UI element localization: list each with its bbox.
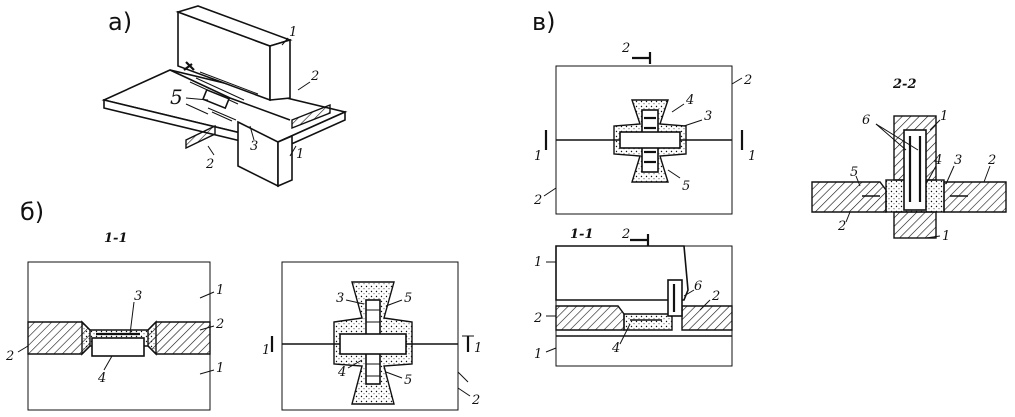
panel-a-label-2-bottom: 2 xyxy=(205,157,214,172)
panel-v-section-mark-top: 2 xyxy=(621,41,630,56)
panel-a-label-1-bottom: 1 xyxy=(296,147,304,162)
panel-v-section-2-label-4: 4 xyxy=(933,153,942,168)
panel-v-section-2-label-2-right: 2 xyxy=(987,153,996,168)
panel-v: в) 2 2 4 3 1 1 2 xyxy=(532,8,1007,367)
panel-b-plan-label-3: 3 xyxy=(336,291,344,306)
panel-a-title: а) xyxy=(108,8,132,36)
panel-v-plan-label-4: 4 xyxy=(685,93,694,108)
panel-v-section-2-slab-right xyxy=(943,181,1007,213)
panel-b-plan-label-5-bottom: 5 xyxy=(404,373,412,388)
panel-v-section-1-1: 1-1 2 1 6 2 2 1 4 xyxy=(533,227,733,367)
panel-b-section-1-1: 3 1 2 2 1 4 xyxy=(5,261,224,411)
panel-v-plan: 2 2 4 3 1 1 2 5 xyxy=(533,41,756,215)
panel-v-section-2-label-5: 5 xyxy=(850,165,858,180)
panel-v-section-label-2-left: 2 xyxy=(533,311,542,326)
panel-b-label-4: 4 xyxy=(97,371,106,386)
panel-v-section-label-6: 6 xyxy=(694,279,702,294)
panel-b-label-3: 3 xyxy=(134,289,142,304)
panel-b-slab-left xyxy=(27,321,91,355)
panel-v-plan-label-3: 3 xyxy=(704,109,712,124)
panel-v-section-label-2-right: 2 xyxy=(711,289,720,304)
panel-b-section-title: 1-1 xyxy=(104,231,128,246)
panel-v-section-2-label-6: 6 xyxy=(862,113,870,128)
panel-a: а) 1 2 5 3 2 1 xyxy=(101,5,348,188)
panel-b-label-1-bottom: 1 xyxy=(216,361,224,376)
panel-v-section-2-label-1-bottom: 1 xyxy=(942,229,950,244)
panel-b: б) 1-1 3 1 2 2 1 4 xyxy=(5,198,482,411)
panel-a-connector xyxy=(201,88,231,110)
panel-v-section-2-label-1-top: 1 xyxy=(940,109,948,124)
panel-b-plan-label-1-left: 1 xyxy=(262,343,270,358)
panel-v-section-2-wall-bottom xyxy=(893,211,937,239)
panel-v-section-2-label-2-left: 2 xyxy=(837,219,846,234)
panel-v-section-1-mark: 2 xyxy=(621,227,630,242)
panel-v-title: в) xyxy=(532,8,556,36)
panel-b-label-1-top: 1 xyxy=(216,283,224,298)
panel-v-section-2-label-3: 3 xyxy=(954,153,962,168)
panel-b-plan: 3 5 4 5 1 1 2 xyxy=(262,261,482,411)
panel-b-slab-right xyxy=(147,321,211,355)
panel-b-label-2-left: 2 xyxy=(5,349,14,364)
panel-v-plan-label-1-right: 1 xyxy=(748,149,756,164)
panel-v-section-label-4: 4 xyxy=(611,341,620,356)
panel-v-plan-label-2-bottom: 2 xyxy=(533,193,542,208)
panel-b-plan-label-4: 4 xyxy=(337,365,346,380)
panel-v-section-slab-left xyxy=(555,305,625,331)
panel-a-label-2-right: 2 xyxy=(310,69,319,84)
panel-v-plan-label-1-left: 1 xyxy=(534,149,542,164)
panel-b-plan-label-1-right: 1 xyxy=(474,341,482,356)
panel-v-plan-label-5: 5 xyxy=(682,179,690,194)
panel-v-plan-label-2-top: 2 xyxy=(743,73,752,88)
panel-v-section-slab-right xyxy=(681,305,733,331)
panel-b-label-2-right: 2 xyxy=(215,317,224,332)
panel-v-section-label-1-top: 1 xyxy=(534,255,542,270)
panel-v-section-label-1-bottom: 1 xyxy=(534,347,542,362)
panel-v-section-2-slab-left xyxy=(811,181,887,213)
panel-a-label-5: 5 xyxy=(170,85,183,109)
panel-a-label-1-top: 1 xyxy=(289,25,297,40)
panel-a-slab-cut-right xyxy=(291,103,331,130)
panel-v-section-2-2: 2-2 1 6 4 3 xyxy=(811,77,1007,244)
panel-a-slab-cut-left xyxy=(185,124,216,150)
panel-b-plan-label-2: 2 xyxy=(471,393,480,408)
panel-v-section-2-title: 2-2 xyxy=(892,77,917,92)
panel-a-label-3: 3 xyxy=(250,139,258,154)
panel-b-title: б) xyxy=(20,198,44,226)
panel-b-plan-label-5-top: 5 xyxy=(404,291,412,306)
panel-b-insert-4 xyxy=(91,337,145,357)
panel-v-section-1-title: 1-1 xyxy=(570,227,594,242)
